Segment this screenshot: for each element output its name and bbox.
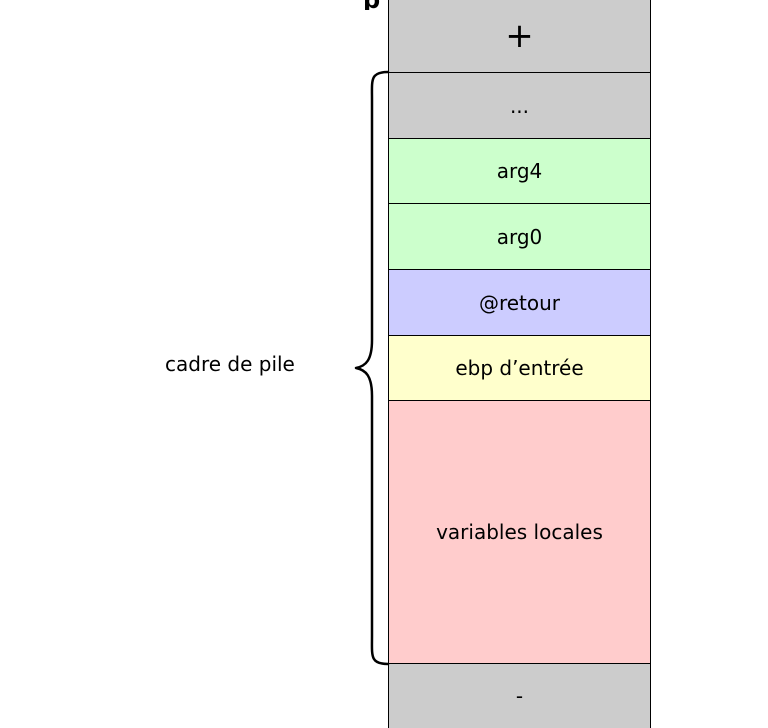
stack-cell-saved-ebp: ebp d’entrée — [388, 335, 651, 401]
stack-cell-label: + — [505, 16, 534, 56]
stack-cell-label: ... — [509, 93, 530, 118]
stack-cell-label: variables locales — [436, 520, 603, 544]
stack-cell-label: @retour — [478, 290, 561, 315]
stack-cell-top: + — [388, 0, 651, 73]
stack-column: + ... arg4 arg0 @retour ebp d’entrée var… — [388, 0, 651, 728]
stack-cell-bottom: - — [388, 663, 651, 728]
stack-cell-label: arg4 — [496, 159, 543, 183]
frame-label: cadre de pile — [165, 352, 295, 376]
stack-cell-local-variables: variables locales — [388, 400, 651, 664]
stack-cell-label: arg0 — [496, 224, 543, 249]
cropped-title-right: p — [363, 0, 380, 10]
stack-cell-return-address: @retour — [388, 269, 651, 336]
cropped-title-fragment: g p — [0, 0, 768, 10]
stack-cell-arg4: arg4 — [388, 138, 651, 204]
brace-path — [354, 70, 390, 666]
stack-cell-label: - — [515, 684, 524, 708]
stack-cell-label: ebp d’entrée — [455, 356, 584, 380]
